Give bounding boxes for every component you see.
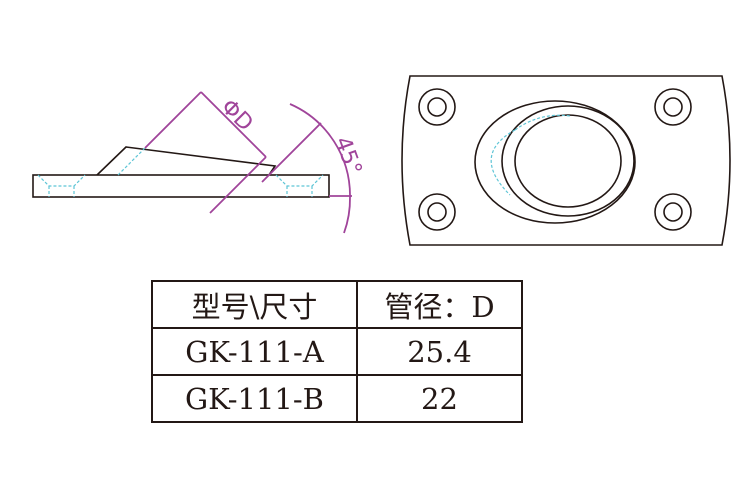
- model-cell: GK-111-A: [151, 327, 358, 376]
- table-row: GK-111-A 25.4: [151, 327, 523, 376]
- diameter-label: ΦD: [216, 95, 258, 137]
- diameter-cell: 22: [356, 374, 523, 423]
- top-view: [401, 75, 731, 246]
- hidden-countersink-holes: [37, 147, 324, 197]
- side-view: [32, 146, 330, 198]
- model-cell: GK-111-B: [151, 374, 358, 423]
- table-header-row: 型号\尺寸 管径：D: [151, 280, 523, 329]
- size-table: 型号\尺寸 管径：D GK-111-A 25.4 GK-111-B 22: [151, 280, 523, 423]
- dimension-lines: [144, 91, 352, 234]
- header-diameter: 管径：D: [356, 280, 523, 329]
- diameter-cell: 25.4: [356, 327, 523, 376]
- table-row: GK-111-B 22: [151, 374, 523, 423]
- angle-label: 45°: [329, 134, 366, 179]
- header-model: 型号\尺寸: [151, 280, 358, 329]
